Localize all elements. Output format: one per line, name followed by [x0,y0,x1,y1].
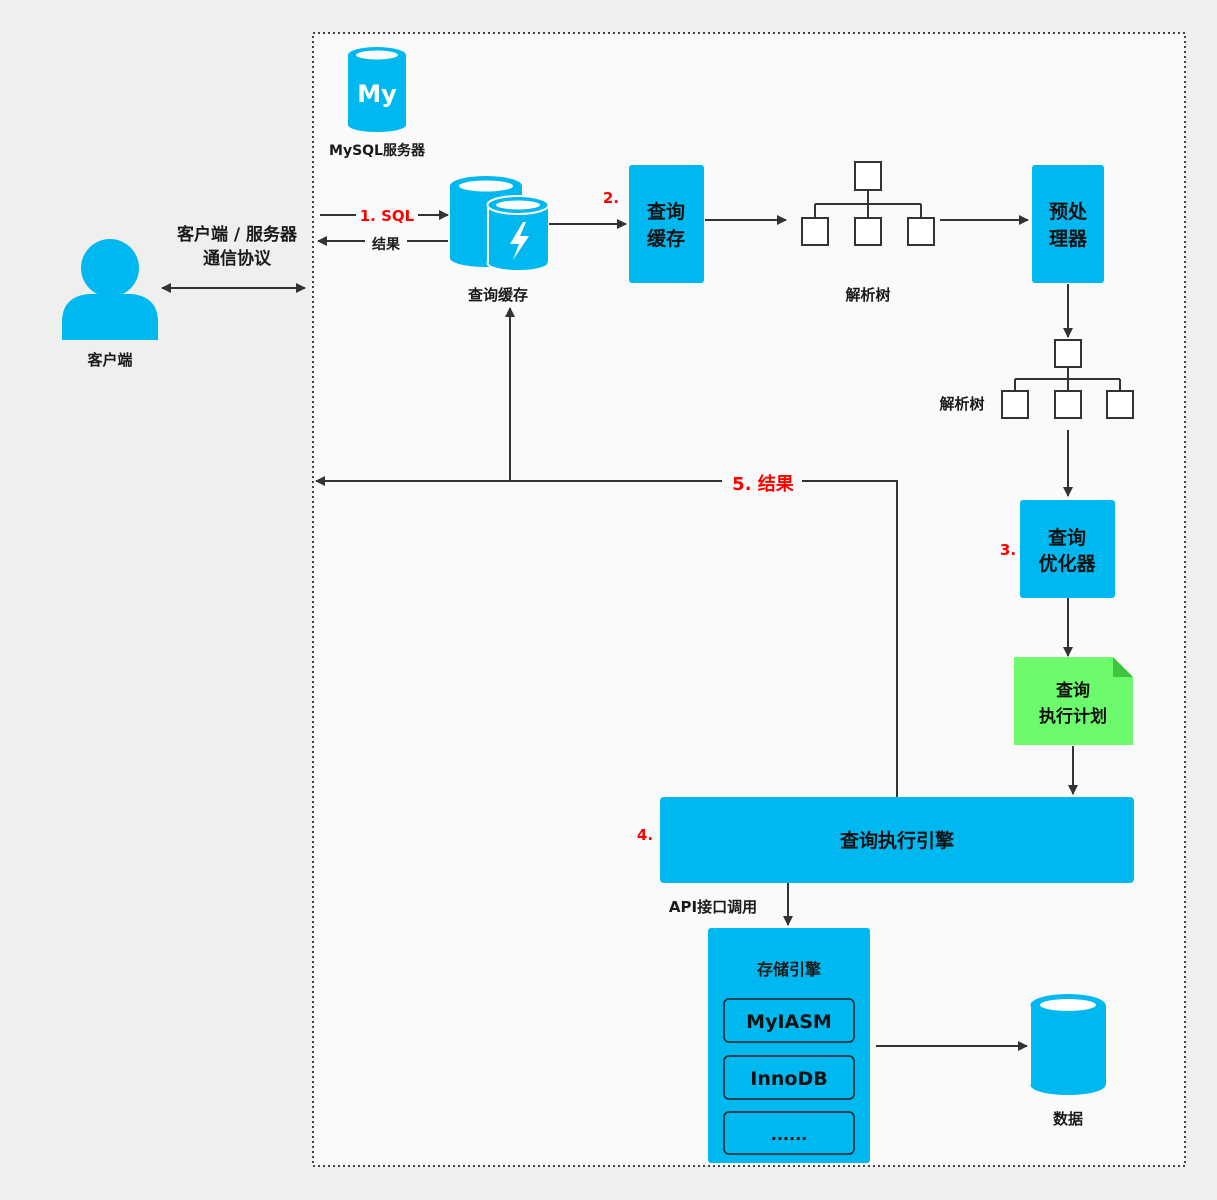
optimizer-line2: 优化器 [1038,552,1096,575]
query-cache-box [629,165,704,283]
data-database-icon [1030,994,1106,1095]
query-execution-engine-label: 查询执行引擎 [839,829,954,852]
parse-tree-icon-1 [801,161,935,246]
sql-label: 1. SQL [360,207,415,225]
query-cache-box-line2: 缓存 [647,227,685,250]
storage-engine-title: 存储引擎 [757,960,822,979]
parse-tree-label-2: 解析树 [939,395,984,413]
parse-tree-icon-2 [1001,339,1134,419]
protocol-label-line1: 客户端 / 服务器 [176,224,298,245]
storage-item-more [723,1111,855,1155]
query-execution-engine-box [660,797,1134,883]
step-5-result-label: 5. 结果 [732,473,795,495]
result-label: 结果 [372,236,401,253]
protocol-label-line2: 通信协议 [203,248,272,269]
query-cache-box-line1: 查询 [646,200,685,223]
api-call-label: API接口调用 [669,898,757,916]
execution-plan-document-icon [1014,657,1133,745]
storage-item-label: MyIASM [746,1011,832,1033]
step-3-label: 3. [1000,541,1016,559]
user-icon [62,239,158,340]
storage-item-label: InnoDB [750,1068,827,1090]
plan-line1: 查询 [1055,680,1090,701]
optimizer-line1: 查询 [1047,526,1086,549]
preprocessor-box [1032,165,1104,283]
mysql-server-label: MySQL服务器 [329,142,426,159]
storage-item-innodb [723,1055,855,1100]
preprocessor-line1: 预处 [1049,200,1088,223]
preprocessor-line2: 理器 [1049,228,1088,250]
storage-item-label: ...... [771,1125,807,1144]
parse-tree-label-1: 解析树 [845,286,890,304]
data-label: 数据 [1053,1110,1083,1128]
storage-engine-box [708,928,870,1163]
step-2-label: 2. [603,189,619,207]
cache-icon-label: 查询缓存 [468,286,528,304]
plan-line2: 执行计划 [1039,706,1107,727]
cache-database-icon [450,176,550,272]
client-label: 客户端 [86,351,132,369]
storage-item-myiasm [723,998,855,1043]
optimizer-box [1020,500,1115,598]
lightning-icon [510,222,529,260]
mysql-database-icon: My [348,47,406,132]
step-4-label: 4. [637,826,653,844]
mysql-logo-text: My [357,80,397,108]
